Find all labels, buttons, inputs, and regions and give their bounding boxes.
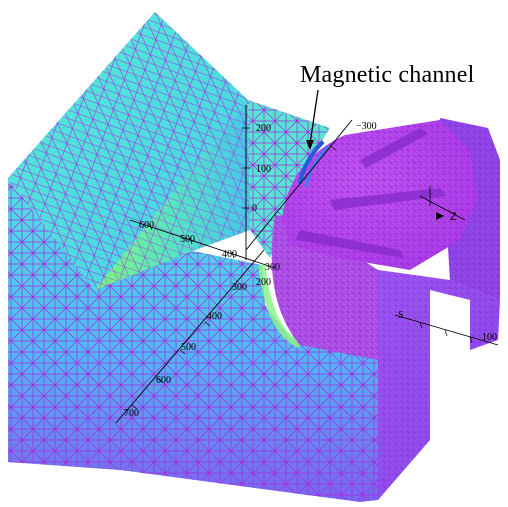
tick-front-300: 300 xyxy=(232,282,247,293)
tick-cluster-300: 300 xyxy=(265,262,280,273)
sector-gap-1 xyxy=(296,230,404,258)
tick-left-500: 500 xyxy=(180,234,195,245)
groove-glow xyxy=(258,264,302,349)
wall-inner-mesh xyxy=(95,100,250,290)
tick-right-side: S xyxy=(398,310,404,321)
z-marker: Z xyxy=(429,186,457,223)
z-marker-label: Z xyxy=(450,211,457,223)
tick-left-400: 400 xyxy=(222,249,237,260)
wall-top-mesh xyxy=(8,12,248,290)
tick-right-end: 100 xyxy=(482,332,497,343)
callout-arrow xyxy=(306,89,319,150)
tick-vertical-200: 200 xyxy=(256,123,271,134)
z-axis-line xyxy=(419,195,466,221)
magnetic-channel-label: Magnetic channel xyxy=(300,62,475,88)
tick-front-400: 400 xyxy=(207,311,222,322)
tick-left-600: 600 xyxy=(139,220,154,231)
tick-cluster-200: 200 xyxy=(256,277,271,288)
tick-front-700: 700 xyxy=(124,408,139,419)
front-axis-line xyxy=(115,249,265,424)
right-axis-line xyxy=(245,119,353,251)
right-end-axis-line xyxy=(394,314,499,346)
tick-vertical-0: 0 xyxy=(252,203,257,214)
left-axis-line xyxy=(129,219,276,269)
magnetic-channel xyxy=(298,141,330,188)
tick-front-600: 600 xyxy=(156,375,171,386)
base-front-mesh xyxy=(8,178,378,502)
right-block-mesh xyxy=(378,270,500,500)
axes xyxy=(115,105,499,424)
tick-vertical-100: 100 xyxy=(256,164,271,175)
axis-ticks xyxy=(131,127,473,410)
sector-gap-2 xyxy=(330,188,446,210)
tick-right-top: −300 xyxy=(356,121,377,132)
tick-front-500: 500 xyxy=(181,342,196,353)
floor-shelf-mesh xyxy=(248,100,330,258)
sector-gap-3 xyxy=(360,128,428,168)
